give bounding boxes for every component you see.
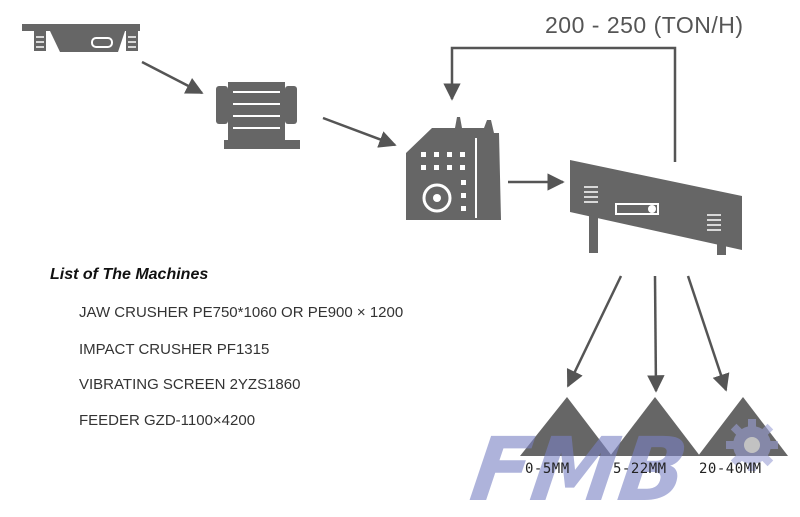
output-size-5-22mm: 5-22MM <box>613 461 667 477</box>
watermark-text: FMB <box>465 418 694 517</box>
output-size-0-5mm: 0-5MM <box>525 461 570 477</box>
jaw-crusher-icon <box>216 82 300 149</box>
gear-icon <box>726 419 778 471</box>
capacity-label: 200 - 250 (TON/H) <box>545 12 744 38</box>
pile-0-5mm <box>520 397 612 456</box>
machine-item-impact-crusher: IMPACT CRUSHER PF1315 <box>79 341 270 358</box>
arrow-to-20-40mm <box>686 275 730 392</box>
arrow-to-5-22mm <box>647 275 665 393</box>
feeder-icon <box>22 24 140 52</box>
machine-item-vibrating-screen: VIBRATING SCREEN 2YZS1860 <box>79 376 301 393</box>
arrow-feeder-to-jaw <box>141 60 204 95</box>
machine-list-title: List of The Machines <box>50 266 209 283</box>
arrow-to-0-5mm <box>566 275 623 388</box>
fmb-watermark-logo: FMB <box>465 418 778 517</box>
vibrating-screen-icon <box>570 160 742 255</box>
impact-crusher-icon <box>406 117 501 220</box>
output-size-20-40mm: 20-40MM <box>699 461 762 477</box>
arrow-return-loop <box>443 46 677 162</box>
pile-5-22mm <box>610 397 700 456</box>
machine-item-feeder: FEEDER GZD-1100×4200 <box>79 412 256 429</box>
arrow-jaw-to-impact <box>322 116 397 148</box>
flow-arrows <box>141 46 730 393</box>
machine-item-jaw-crusher: JAW CRUSHER PE750*1060 OR PE900 × 1200 <box>79 304 404 321</box>
